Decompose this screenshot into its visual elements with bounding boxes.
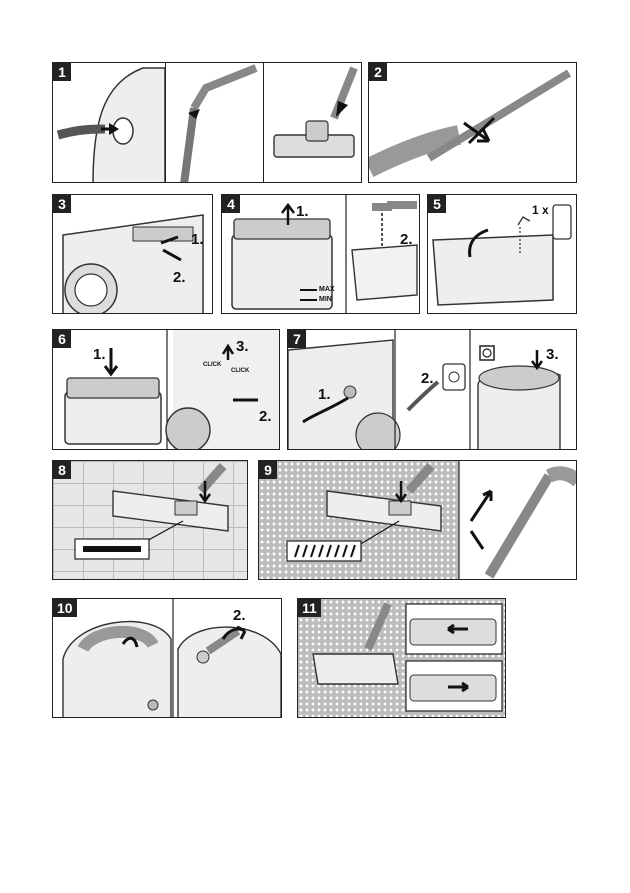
hose-connect-illustration: [56, 67, 166, 182]
click-label-2: CLICK: [231, 368, 250, 374]
panel-4: 4 1. 2. MAX MIN: [221, 194, 420, 314]
max-mark-label: MAX: [319, 286, 335, 293]
turbo-nozzle-illustration: [312, 602, 503, 712]
min-mark-label: MIN: [319, 296, 332, 303]
step-number-9: 9: [259, 461, 277, 479]
panel-1: 1: [52, 62, 362, 183]
add-detergent-illustration: [432, 204, 572, 306]
step-label-2: 2.: [233, 607, 246, 624]
step-label-2: 2.: [173, 269, 186, 286]
step-number-5: 5: [428, 195, 446, 213]
step-number-11: 11: [298, 599, 321, 617]
step-label-1: 1.: [318, 386, 331, 403]
panel-7: 7 1. 2. 3.: [287, 329, 577, 450]
step-label-1: 1.: [191, 231, 204, 248]
wand-elbow-illustration: [180, 64, 258, 182]
power-cord-illustration: [288, 330, 561, 449]
step-label-2: 2.: [259, 408, 272, 425]
water-tank-fill-illustration: [231, 195, 418, 313]
step-label-2: 2.: [421, 370, 434, 387]
step-number-3: 3: [53, 195, 71, 213]
step-number-10: 10: [53, 599, 77, 617]
panel-3: 3 1. 2.: [52, 194, 213, 314]
step-label-3: 3.: [236, 338, 249, 355]
step-number-4: 4: [222, 195, 240, 213]
step-label-1: 1.: [296, 203, 309, 220]
step-number-1: 1: [53, 63, 71, 81]
click-label-1: CLICK: [203, 362, 222, 368]
floor-nozzle-illustration: [273, 66, 358, 158]
hard-floor-setting-illustration: [74, 463, 229, 560]
step-number-7: 7: [288, 330, 306, 348]
panel-10: 10 2.: [52, 598, 282, 718]
panel-8: 8: [52, 460, 248, 580]
panel-11: 11: [297, 598, 506, 718]
carpet-setting-illustration: [286, 461, 576, 579]
panel-2: 2: [368, 62, 577, 183]
panel-9: 9: [258, 460, 577, 580]
panel-5: 5 1 x: [427, 194, 577, 314]
step-label-1: 1.: [93, 346, 106, 363]
step-number-2: 2: [369, 63, 387, 81]
step-label-3: 3.: [546, 346, 559, 363]
filter-release-illustration: [62, 214, 204, 313]
tank-insert-illustration: [64, 330, 279, 449]
telescopic-tube-illustration: [369, 69, 572, 177]
handle-storage-illustration: [62, 599, 281, 717]
panel-6: 6 1. 2. 3. CLICK CLICK: [52, 329, 280, 450]
step-number-8: 8: [53, 461, 71, 479]
step-label-2: 2.: [400, 231, 413, 248]
dose-label: 1 x: [532, 203, 549, 217]
step-number-6: 6: [53, 330, 71, 348]
